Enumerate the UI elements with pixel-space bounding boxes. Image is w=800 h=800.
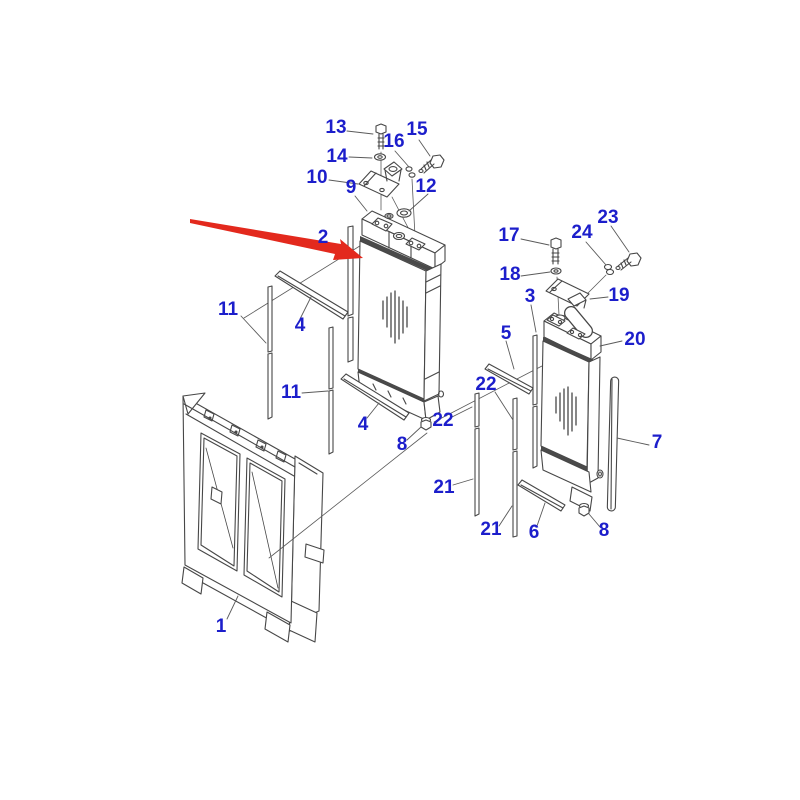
plug-8-right xyxy=(578,502,590,517)
strip-22-21-right xyxy=(512,397,518,538)
strip-4-upper xyxy=(274,270,349,320)
strip-11-right xyxy=(328,326,334,455)
bolt-15 xyxy=(418,154,445,174)
strip-22-21-left xyxy=(474,392,480,517)
plug-8-left xyxy=(420,416,432,431)
strip-11-left xyxy=(267,285,273,420)
right-radiator xyxy=(540,306,604,512)
strip-3 xyxy=(532,334,538,469)
nut-16 xyxy=(405,166,416,178)
drain-plugs xyxy=(420,416,590,517)
strip-7 xyxy=(606,376,620,512)
top-bracket-hardware xyxy=(358,123,445,218)
bracket-19 xyxy=(545,278,590,309)
strip-5 xyxy=(484,363,534,395)
washer-14 xyxy=(373,153,387,161)
right-core-fins xyxy=(555,386,577,436)
right-tank-fittings xyxy=(546,314,586,340)
leader-lines xyxy=(226,130,650,620)
red-pointer-arrow xyxy=(190,219,363,260)
strip-6 xyxy=(517,479,566,512)
nut-24 xyxy=(603,263,615,276)
washer-18 xyxy=(550,267,562,275)
frame-shroud xyxy=(181,392,325,643)
right-bracket-hardware xyxy=(545,237,642,309)
bracket-10 xyxy=(358,161,403,198)
bolt-13 xyxy=(375,123,387,150)
cap-12 xyxy=(396,208,412,218)
bolt-17 xyxy=(550,237,562,265)
seal-strips xyxy=(267,225,620,538)
tank-fittings xyxy=(371,212,426,251)
main-radiator xyxy=(357,210,446,421)
bolt-23 xyxy=(615,252,642,271)
core-fins xyxy=(382,290,408,344)
strip-4-lower xyxy=(340,373,410,421)
